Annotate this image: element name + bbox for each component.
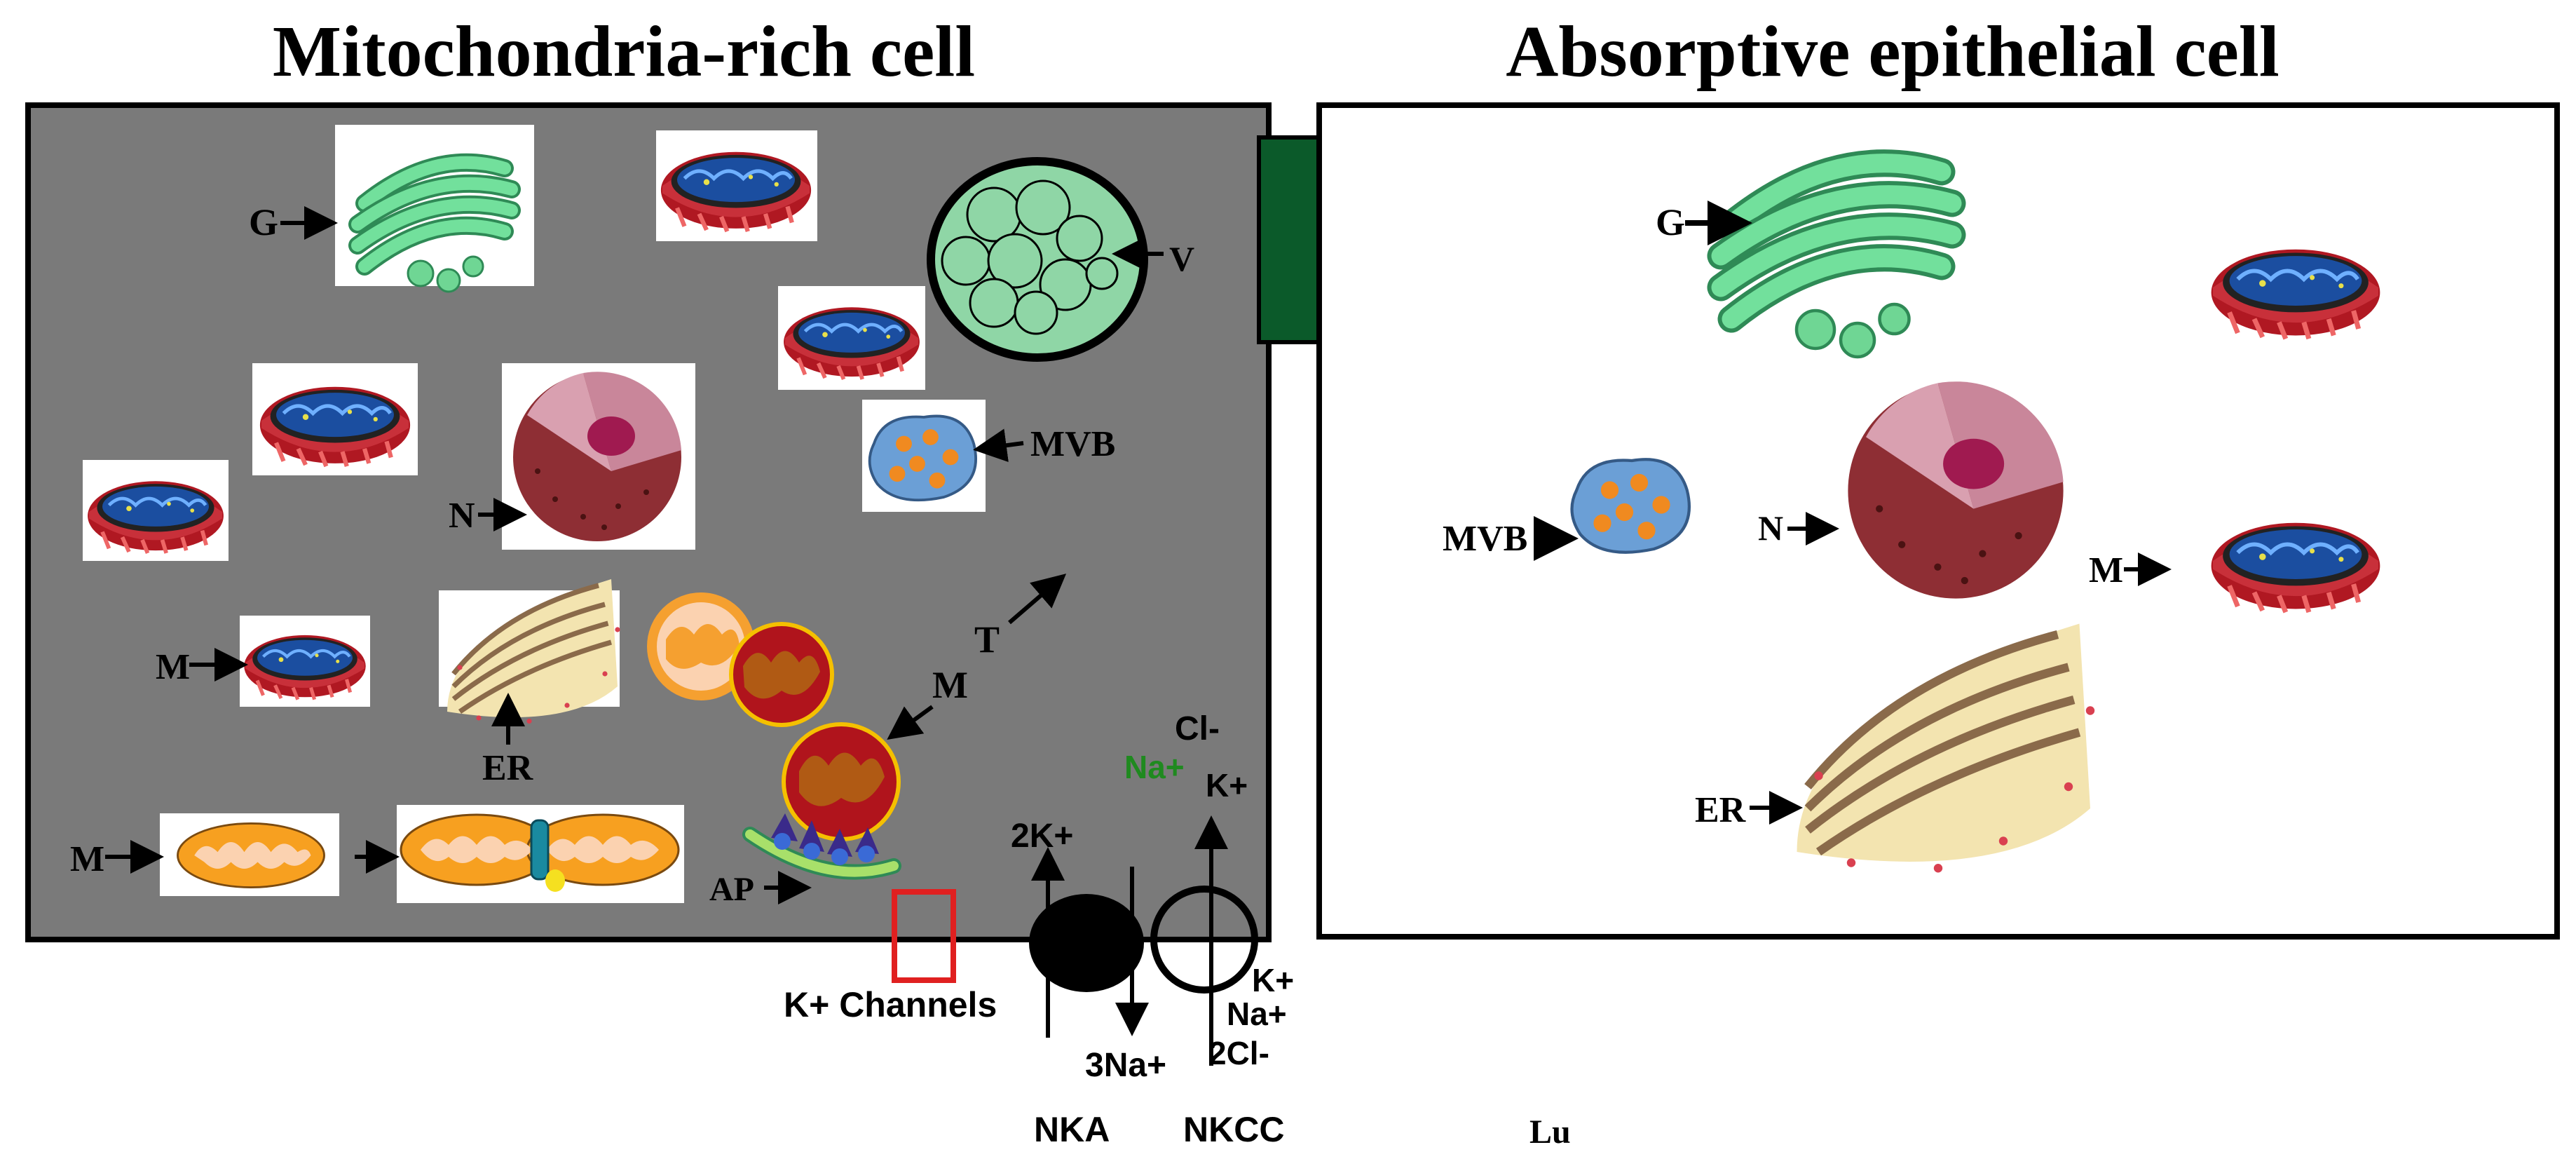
nkcc-lumen-na-label: Na+: [1227, 996, 1287, 1032]
golgi-label-right-group: G: [1656, 201, 1752, 245]
mvb-label-right-group: MVB: [1443, 516, 1579, 561]
er-label-left: ER: [482, 748, 534, 788]
autophagosome-label: AP: [709, 871, 754, 908]
title-right: Absorptive epithelial cell: [1506, 11, 2279, 92]
nka-out-label: 2K+: [1011, 818, 1073, 855]
mvb-label-left: MVB: [1030, 424, 1115, 464]
nucleus-label-left: N: [449, 496, 475, 536]
nucleus-left: [513, 372, 681, 541]
er-label-right-group: ER: [1695, 790, 1803, 830]
nkcc-lumen-cl-label: 2Cl-: [1208, 1035, 1269, 1071]
fission-mitochondrion-2: [397, 805, 684, 903]
vesicle: [927, 157, 1148, 362]
mito-fission-label-group: M: [70, 839, 400, 879]
trafficking-label-group: T: [974, 574, 1067, 660]
nkcc-lumen-k-label: K+: [1252, 962, 1294, 998]
nkcc-label: NKCC: [1183, 1110, 1284, 1149]
autophagosome-label-group: AP: [709, 871, 812, 908]
trafficking-label: T: [974, 618, 1000, 660]
golgi-label-left: G: [249, 201, 278, 243]
mvb-left: [868, 414, 977, 502]
nkcc-na-label: Na+: [1124, 749, 1185, 785]
mito-mitophagy-label: M: [932, 664, 968, 706]
title-left: Mitochondria-rich cell: [273, 11, 975, 92]
mvb-label-right: MVB: [1443, 519, 1527, 559]
er-label-left-group: ER: [482, 693, 534, 788]
fission-mitochondrion-1: [160, 813, 339, 896]
nucleus-right: [1848, 381, 2064, 599]
nka-in-label: 3Na+: [1085, 1047, 1166, 1084]
mvb-right: [1572, 459, 1689, 552]
nucleus-label-right-group: N: [1758, 508, 1839, 548]
nucleus-label-left-group: N: [449, 496, 527, 536]
golgi-label-left-group: G: [249, 201, 338, 243]
k-channel: [892, 889, 956, 983]
nka-transporter: [1029, 847, 1149, 1038]
golgi-label-right: G: [1656, 201, 1685, 243]
nucleus-label-right: N: [1758, 508, 1783, 548]
mito-label-small-group: M: [156, 647, 248, 687]
vesicle-label: V: [1169, 239, 1194, 278]
k-channels-label: K+ Channels: [784, 985, 997, 1024]
lumen-label: Lu: [1529, 1113, 1571, 1151]
nkcc-k-label: K+: [1206, 767, 1248, 804]
mvb-label-left-group: MVB: [973, 424, 1115, 464]
mitophagy-mitochondria: [647, 592, 834, 727]
mito-label-small: M: [156, 647, 190, 687]
tight-junction: [1257, 135, 1330, 344]
nkcc-cl-label: Cl-: [1175, 710, 1220, 747]
autophagosome-mitochondrion: [742, 722, 901, 880]
mito-label-right-group: M: [2089, 550, 2172, 590]
nka-label: NKA: [1034, 1110, 1110, 1149]
nkcc-transporter: [1150, 815, 1258, 1066]
mito-label-right: M: [2089, 550, 2123, 590]
vesicle-label-group: V: [1112, 237, 1194, 278]
mito-mitophagy-label-group: M: [887, 664, 968, 740]
er-label-right: ER: [1695, 790, 1747, 830]
mito-fission-label: M: [70, 839, 104, 879]
